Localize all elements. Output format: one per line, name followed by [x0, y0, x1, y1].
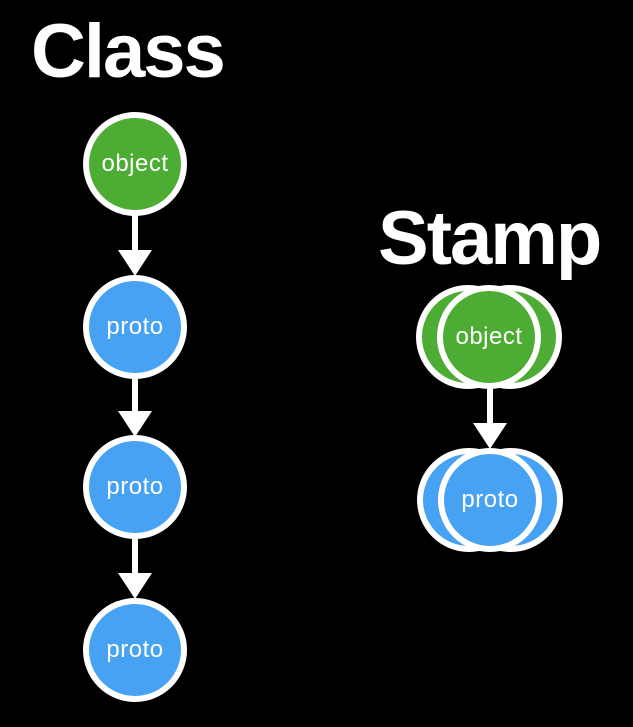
arrow-class-object-to-proto1 — [118, 214, 152, 276]
arrow-shaft — [132, 214, 138, 252]
arrow-shaft — [487, 387, 493, 425]
class-node-object-label: object — [101, 150, 169, 177]
class-node-proto-2: proto — [83, 435, 187, 539]
arrow-class-proto2-to-proto3 — [118, 537, 152, 599]
class-node-proto-3: proto — [83, 598, 187, 702]
class-node-proto-2-label: proto — [106, 473, 164, 500]
class-node-proto-1-label: proto — [106, 313, 164, 340]
arrow-stamp-object-to-proto — [473, 387, 507, 449]
arrow-head-icon — [118, 250, 152, 276]
arrow-class-proto1-to-proto2 — [118, 377, 152, 437]
class-section-title: Class — [31, 9, 226, 94]
class-node-proto-1: proto — [83, 275, 187, 379]
class-node-object: object — [83, 112, 187, 216]
stamp-node-proto: proto — [417, 448, 563, 552]
stamp-proto-front-circle: proto — [438, 448, 542, 552]
class-node-proto-3-label: proto — [106, 636, 164, 663]
stamp-node-object-label: object — [455, 323, 523, 350]
arrow-head-icon — [118, 573, 152, 599]
stamp-node-object: object — [416, 285, 562, 389]
stamp-object-front-circle: object — [437, 285, 541, 389]
arrow-shaft — [132, 537, 138, 575]
arrow-head-icon — [118, 411, 152, 437]
stamp-section-title: Stamp — [378, 196, 602, 281]
arrow-shaft — [132, 377, 138, 413]
arrow-head-icon — [473, 423, 507, 449]
stamp-node-proto-label: proto — [461, 486, 519, 513]
